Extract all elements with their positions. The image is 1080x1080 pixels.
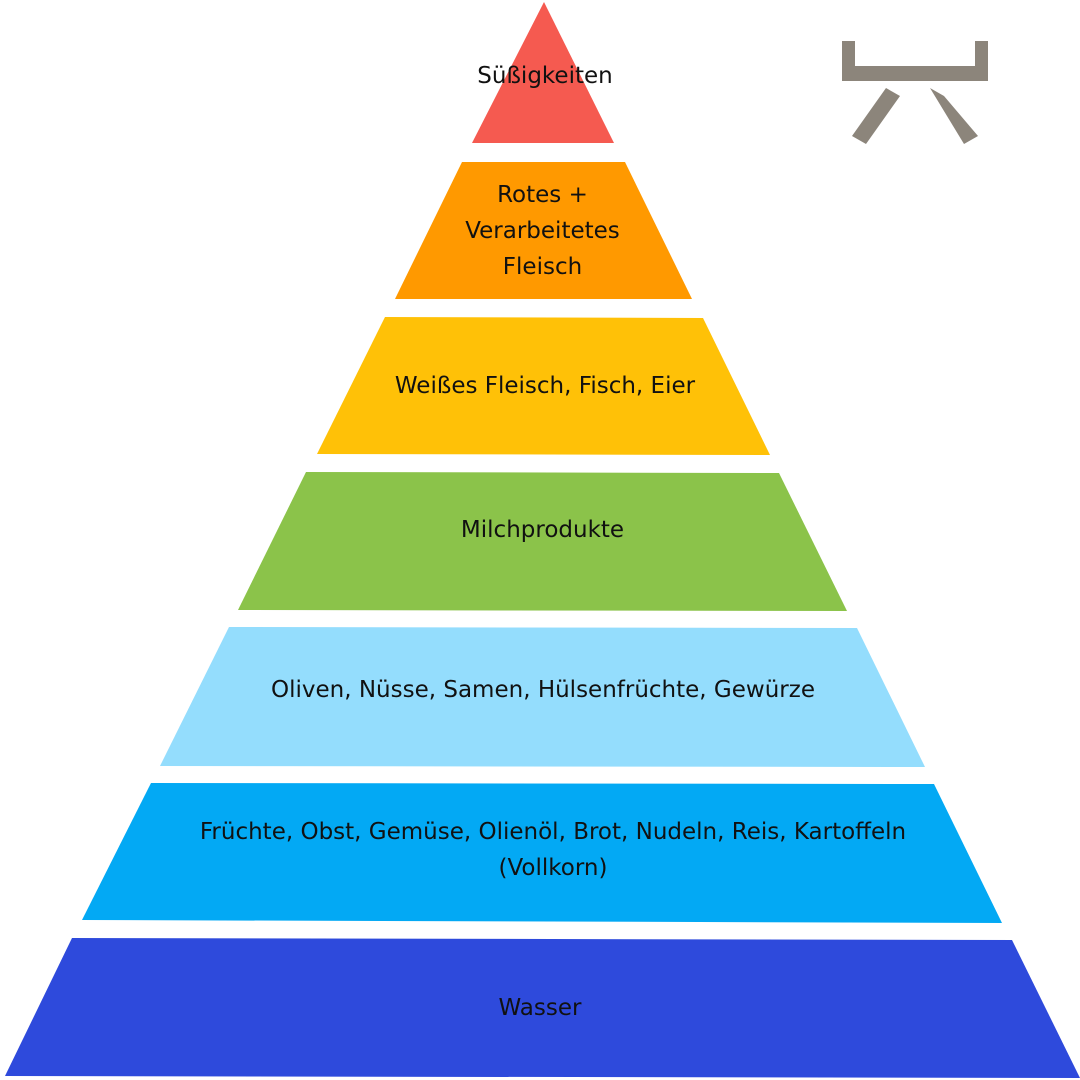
brand-logo-icon	[842, 41, 988, 144]
tier-water	[5, 938, 1080, 1078]
tier-red-meat	[395, 162, 692, 299]
tier-dairy	[238, 472, 847, 611]
tier-nuts-legumes	[160, 627, 925, 767]
tier-sweets	[472, 2, 614, 143]
tier-white-meat	[317, 317, 770, 455]
tier-fruits-grains	[82, 783, 1002, 923]
